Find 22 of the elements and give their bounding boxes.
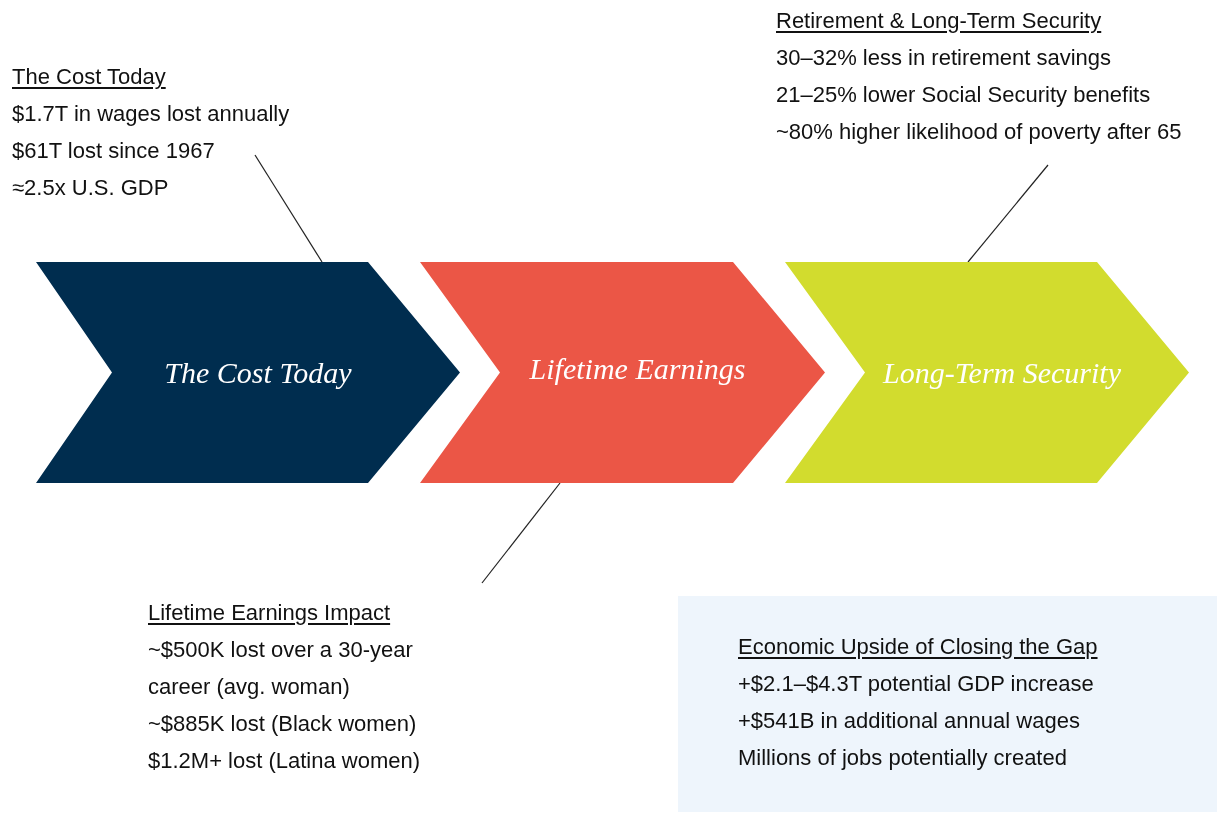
- stat-text: Millions of jobs potentially created: [738, 744, 1068, 772]
- stat-text: 30–32% less in retirement savings: [776, 44, 1113, 72]
- chevron-label: Long-Term Security: [881, 355, 1123, 390]
- chevron-label: The Cost Today: [163, 355, 353, 390]
- leader-line: [254, 154, 323, 263]
- stat-text: $61T lost since 1967: [12, 137, 216, 165]
- stat-text: +$541B in additional annual wages: [738, 707, 1081, 735]
- stat-text: ~$500K lost over a 30-year career (avg. woman): [148, 636, 414, 701]
- stat-text: ~80% higher likelihood of poverty after 65: [776, 118, 1183, 146]
- stat-text: +$2.1–$4.3T potential GDP increase: [738, 670, 1095, 698]
- leader-line: [967, 164, 1049, 263]
- stat-text: ~$885K lost (Black women): [148, 710, 418, 738]
- section-heading: Retirement & Long-Term Security: [776, 7, 1103, 35]
- stat-text: ≈2.5x U.S. GDP: [12, 174, 170, 202]
- stat-text: $1.2M+ lost (Latina women): [148, 747, 422, 775]
- stat-text: $1.7T in wages lost annually: [12, 100, 291, 128]
- section-heading: Lifetime Earnings Impact: [148, 599, 392, 627]
- section-heading: The Cost Today: [12, 63, 167, 91]
- stat-text: 21–25% lower Social Security benefits: [776, 81, 1152, 109]
- chevron-label: Lifetime Earnings: [528, 351, 747, 386]
- section-heading: Economic Upside of Closing the Gap: [738, 633, 1099, 661]
- leader-line: [481, 482, 561, 584]
